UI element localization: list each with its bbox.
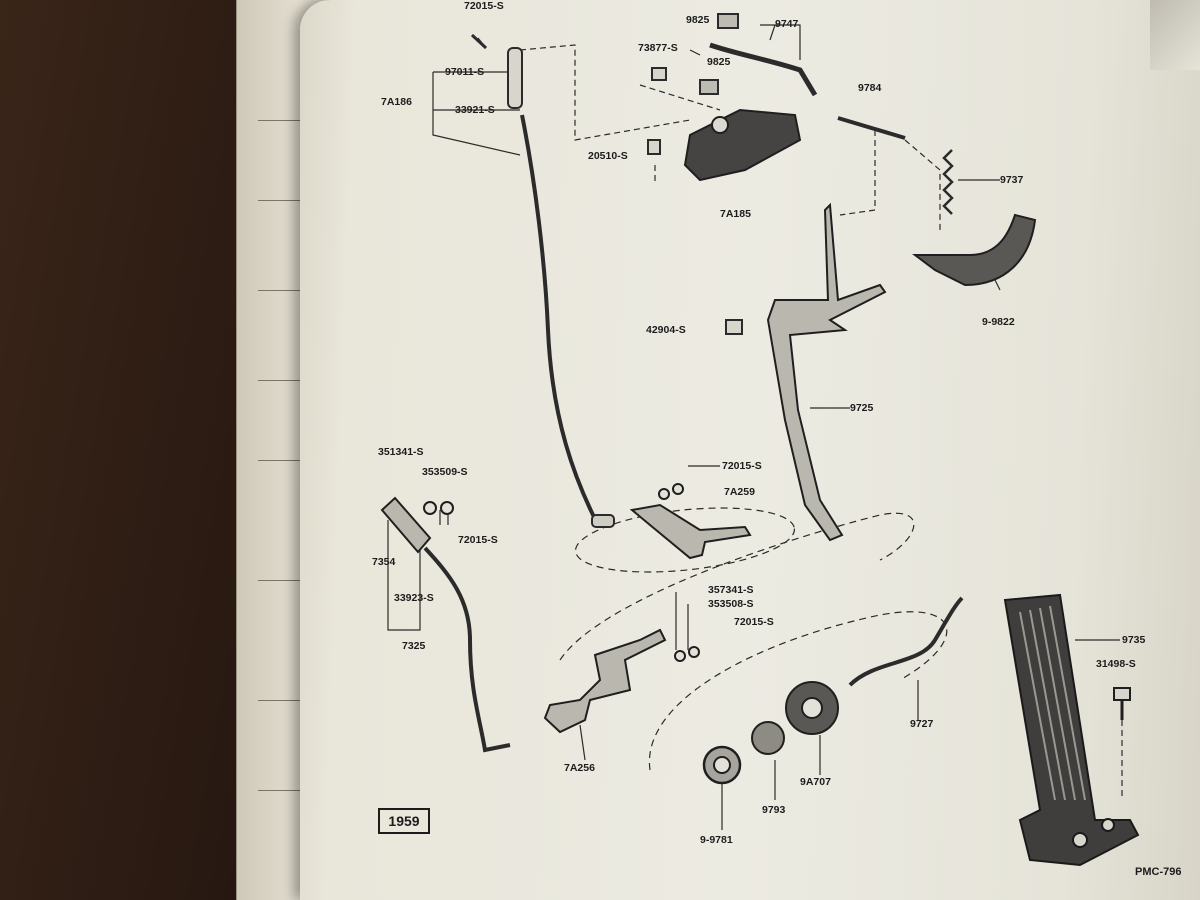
part-label: 31498-S — [1096, 658, 1136, 670]
accelerator-shaft-9725 — [766, 202, 887, 542]
throttle-rod — [520, 114, 600, 526]
part-label: 9784 — [858, 82, 882, 94]
rod-9727 — [848, 596, 964, 687]
lever-7354 — [380, 496, 432, 554]
leader-line — [433, 71, 520, 111]
grommet-9793 — [751, 721, 785, 755]
part-label: 353508-S — [708, 598, 754, 610]
washer-icon — [440, 501, 454, 515]
part-label: 9-9781 — [700, 834, 733, 846]
year-badge: 1959 — [378, 808, 430, 834]
part-label: 9-9822 — [982, 316, 1015, 328]
linkage-rod-9747 — [709, 42, 818, 97]
part-label: 7354 — [372, 556, 396, 568]
clamp-9825-lower — [699, 79, 719, 95]
rod-7325 — [423, 546, 511, 753]
pedal-rib — [1049, 605, 1086, 801]
dashed-group-outline — [574, 507, 796, 573]
part-label: 9735 — [1122, 634, 1146, 646]
part-label: 97011-S — [445, 66, 485, 78]
part-label: 9825 — [707, 56, 731, 68]
part-label: 9825 — [686, 14, 710, 26]
part-label: 7A259 — [724, 486, 755, 498]
page-rule-line — [258, 790, 318, 791]
leader-line — [675, 592, 689, 650]
part-label: 7A186 — [381, 96, 412, 108]
dashed-guide — [519, 44, 691, 141]
lever-7a259 — [629, 503, 752, 560]
bracket-7325 — [387, 520, 421, 631]
part-label: 20510-S — [588, 150, 628, 162]
retainer-hole — [713, 756, 731, 774]
spring-9737 — [942, 149, 954, 215]
leader-line — [689, 49, 701, 56]
part-label: 73877-S — [638, 42, 678, 54]
dashed-guide — [904, 139, 941, 230]
clamp-9825 — [717, 13, 739, 29]
page-rule-line — [258, 460, 318, 461]
part-label: 33923-S — [394, 592, 434, 604]
part-label: 7325 — [402, 640, 426, 652]
rod-clevis — [507, 47, 523, 109]
leader-line — [579, 724, 586, 761]
page-rule-line — [258, 290, 318, 291]
rod-9784 — [837, 116, 906, 140]
cotter-pin-icon — [470, 33, 488, 50]
page-rule-line — [258, 380, 318, 381]
page-rule-line — [258, 120, 318, 121]
page-rule-line — [258, 700, 318, 701]
stud-42904-s — [725, 319, 743, 335]
bracket-pivot — [711, 116, 729, 134]
dashed-guide — [639, 84, 721, 111]
page-corner — [1150, 0, 1200, 70]
part-label: 7A256 — [564, 762, 595, 774]
part-label: 9793 — [762, 804, 786, 816]
accelerator-bracket-7a185 — [683, 108, 802, 182]
screw-31498-s — [1113, 687, 1131, 701]
pedal-hole — [1101, 818, 1115, 832]
page-code: PMC-796 — [1135, 866, 1182, 878]
seal-hole — [801, 697, 823, 719]
pedal-rib — [1029, 609, 1066, 801]
part-label: 351341-S — [378, 446, 424, 458]
dashed-group-outline — [648, 611, 948, 771]
pedal-rib — [1019, 611, 1056, 801]
bracket-7a186 — [432, 72, 521, 156]
pedal-rib — [1039, 607, 1076, 801]
part-label: 9737 — [1000, 174, 1024, 186]
part-label: 7A185 — [720, 208, 751, 220]
part-label: 72015-S — [458, 534, 498, 546]
part-label: 357341-S — [708, 584, 754, 596]
pedal-bracket-9-9822 — [912, 213, 1037, 287]
pedal-hole — [1072, 832, 1088, 848]
lever-7a256 — [543, 628, 667, 734]
part-label: 72015-S — [464, 0, 504, 12]
part-label: 9727 — [910, 718, 934, 730]
dashed-guide — [839, 130, 876, 216]
part-label: 42904-S — [646, 324, 686, 336]
washer-icon — [674, 650, 686, 662]
part-label: 72015-S — [722, 460, 762, 472]
washer-icon — [423, 501, 437, 515]
washer-icon — [658, 488, 670, 500]
rod-end — [591, 514, 615, 528]
bracket-9747 — [760, 24, 801, 60]
part-label: 72015-S — [734, 616, 774, 628]
part-label: 9A707 — [800, 776, 831, 788]
bolt-73877-s — [651, 67, 667, 81]
part-label: 9725 — [850, 402, 874, 414]
part-label: 33921-S — [455, 104, 495, 116]
part-label: 9747 — [775, 18, 799, 30]
part-label: 353509-S — [422, 466, 468, 478]
washer-icon — [688, 646, 700, 658]
screw-20510-s — [647, 139, 661, 155]
page-rule-line — [258, 200, 318, 201]
washer-icon — [672, 483, 684, 495]
page-rule-line — [258, 580, 318, 581]
